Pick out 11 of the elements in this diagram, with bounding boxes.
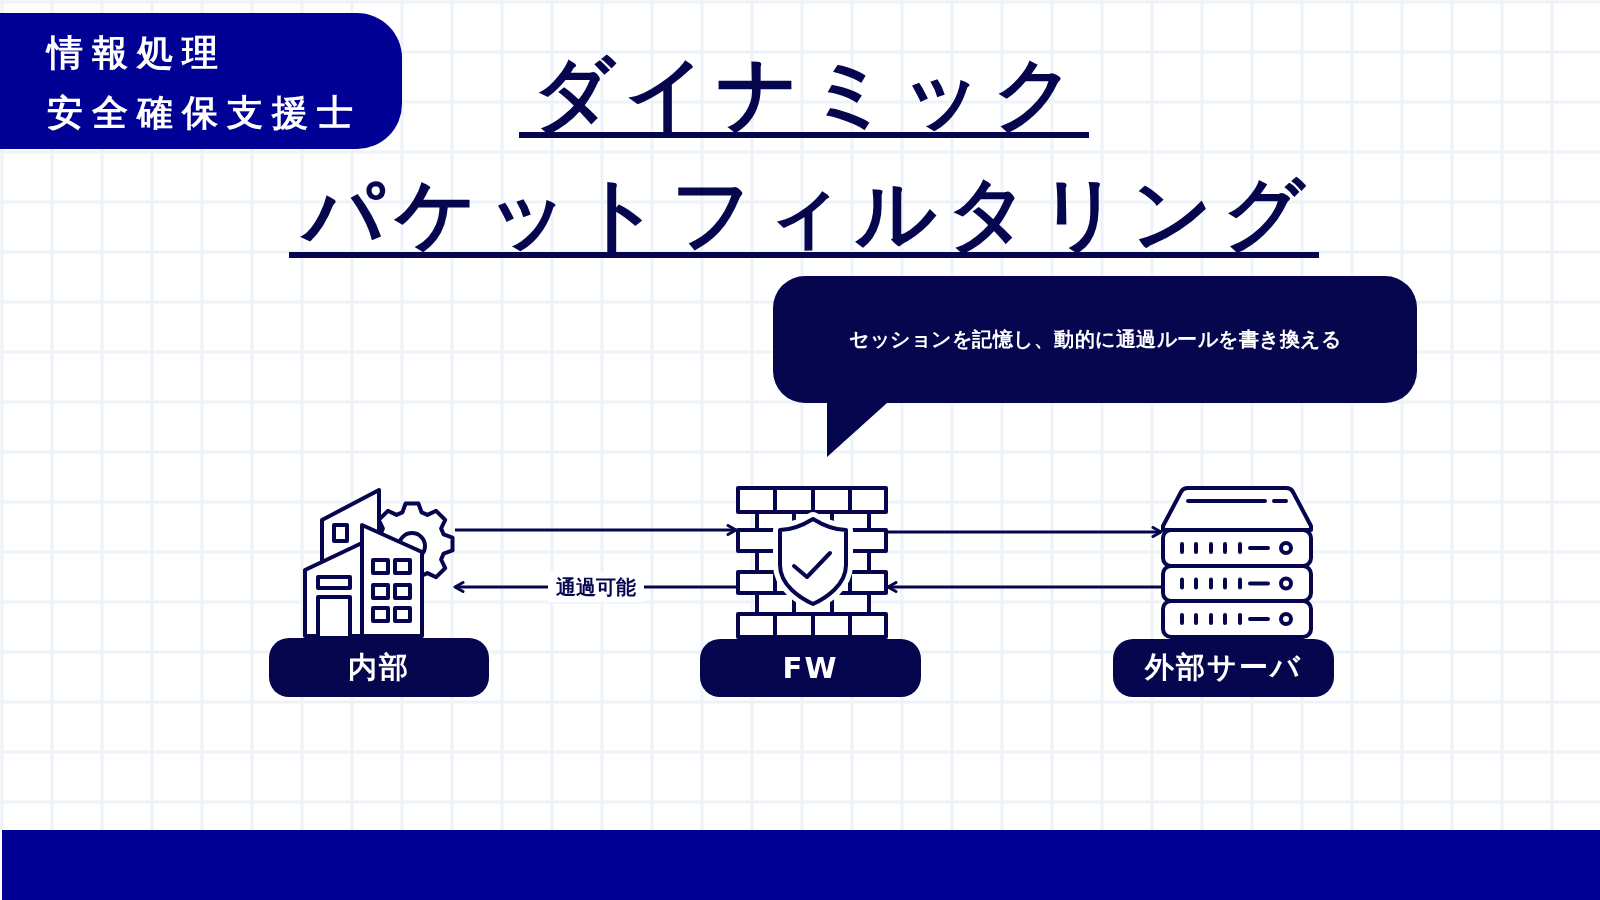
edge-label: 通過可能	[547, 572, 644, 602]
heading-badge: 情報処理安全確保支援士	[0, 13, 402, 149]
firewall-icon	[736, 486, 888, 639]
speech-bubble: セッションを記憶し、動的に通過ルールを書き換える	[773, 276, 1417, 457]
building-icon	[303, 485, 455, 638]
arrow	[888, 526, 1163, 538]
label-pill: FW	[700, 639, 921, 697]
server-icon	[1161, 486, 1313, 639]
label-pill: 外部サーバ	[1113, 639, 1334, 697]
arrow	[455, 524, 738, 536]
label-pill: 内部	[269, 638, 489, 697]
